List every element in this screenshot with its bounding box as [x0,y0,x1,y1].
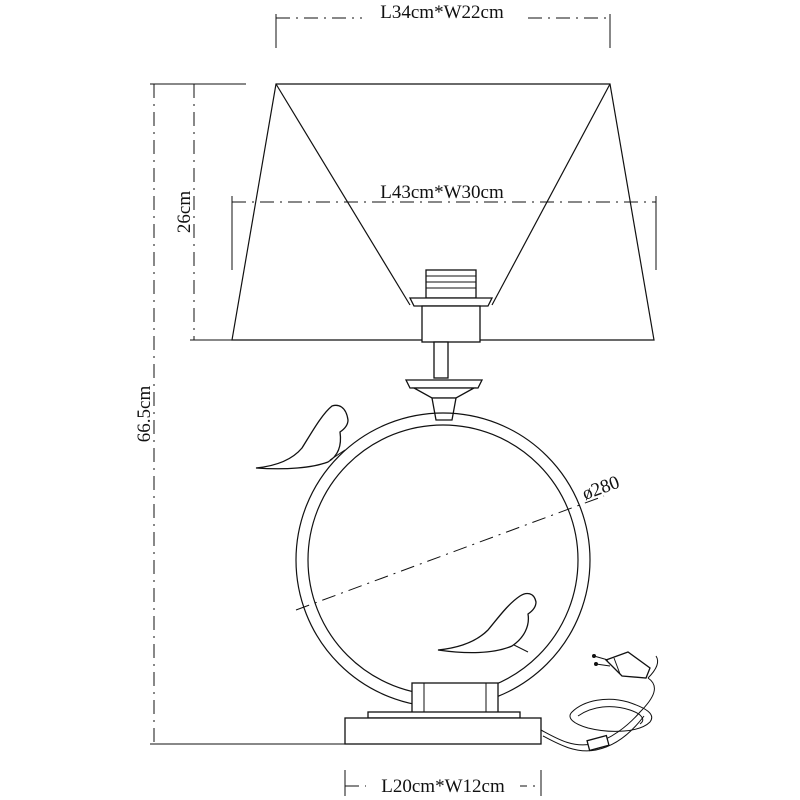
lamp-base [344,682,542,745]
ring-diameter-label: ø280 [580,472,623,505]
power-cord [540,655,659,752]
lamp-socket [404,269,494,421]
shade-bottom-label: L43cm*W30cm [380,182,504,203]
power-plug [592,651,651,679]
shade-height-dimension: 26cm [174,83,246,341]
lamp-shade [231,83,655,341]
lower-bird [437,592,537,654]
total-height-label: 66.5cm [134,386,155,443]
base-width-dimension: L20cm*W12cm [344,770,542,798]
upper-bird [255,404,349,470]
top-width-label: L34cm*W22cm [380,2,504,23]
base-width-label: L20cm*W12cm [381,776,505,797]
shade-bottom-dimension: L43cm*W30cm [231,182,657,270]
total-height-dimension: 66.5cm [134,83,345,745]
top-width-dimension: L34cm*W22cm [275,2,611,48]
decorative-ring [295,412,591,708]
shade-height-label: 26cm [174,191,195,233]
